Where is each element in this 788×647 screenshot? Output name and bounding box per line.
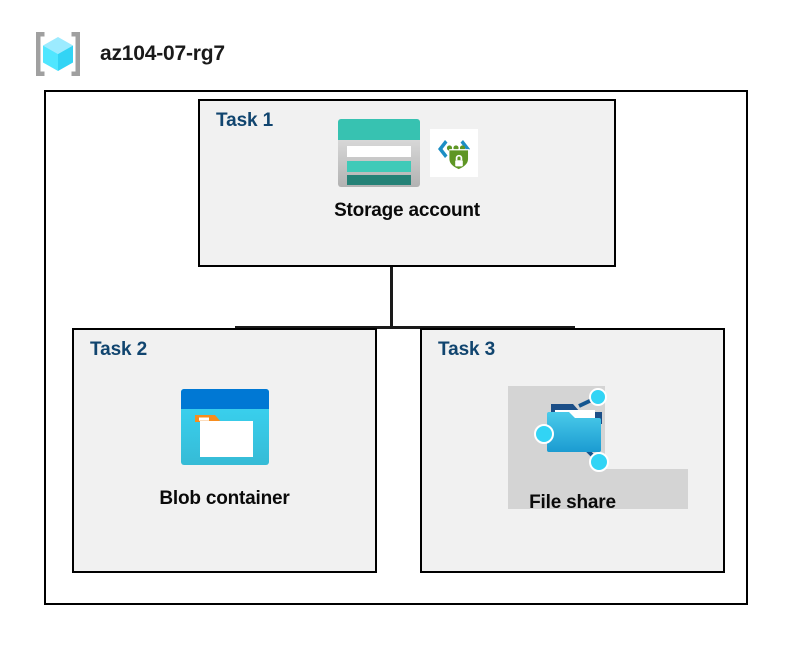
- resource-group-header: az104-07-rg7: [30, 26, 225, 82]
- connector-horizontal-bus: [235, 326, 575, 329]
- blob-container-node[interactable]: Blob container: [72, 388, 377, 510]
- storage-account-icon-row: [336, 116, 478, 190]
- storage-account-node[interactable]: Storage account: [198, 116, 616, 222]
- task-2-label: Task 2: [90, 339, 148, 360]
- resource-group-cube-icon: [30, 26, 86, 82]
- task-1-label: Task 1: [216, 110, 274, 131]
- file-share-node[interactable]: File share: [420, 386, 725, 514]
- storage-account-icon: [336, 116, 422, 190]
- storage-account-caption: Storage account: [334, 200, 480, 221]
- file-share-caption: File share: [529, 492, 616, 513]
- resource-group-name: az104-07-rg7: [100, 42, 225, 65]
- blob-container-caption: Blob container: [159, 488, 290, 509]
- connector-storage-trunk: [390, 267, 393, 329]
- blob-container-icon: [180, 388, 270, 466]
- secure-endpoint-shield-icon: [430, 129, 478, 177]
- task-3-label: Task 3: [438, 339, 496, 360]
- file-share-icon: [527, 386, 619, 476]
- file-share-label-highlight: [508, 469, 688, 509]
